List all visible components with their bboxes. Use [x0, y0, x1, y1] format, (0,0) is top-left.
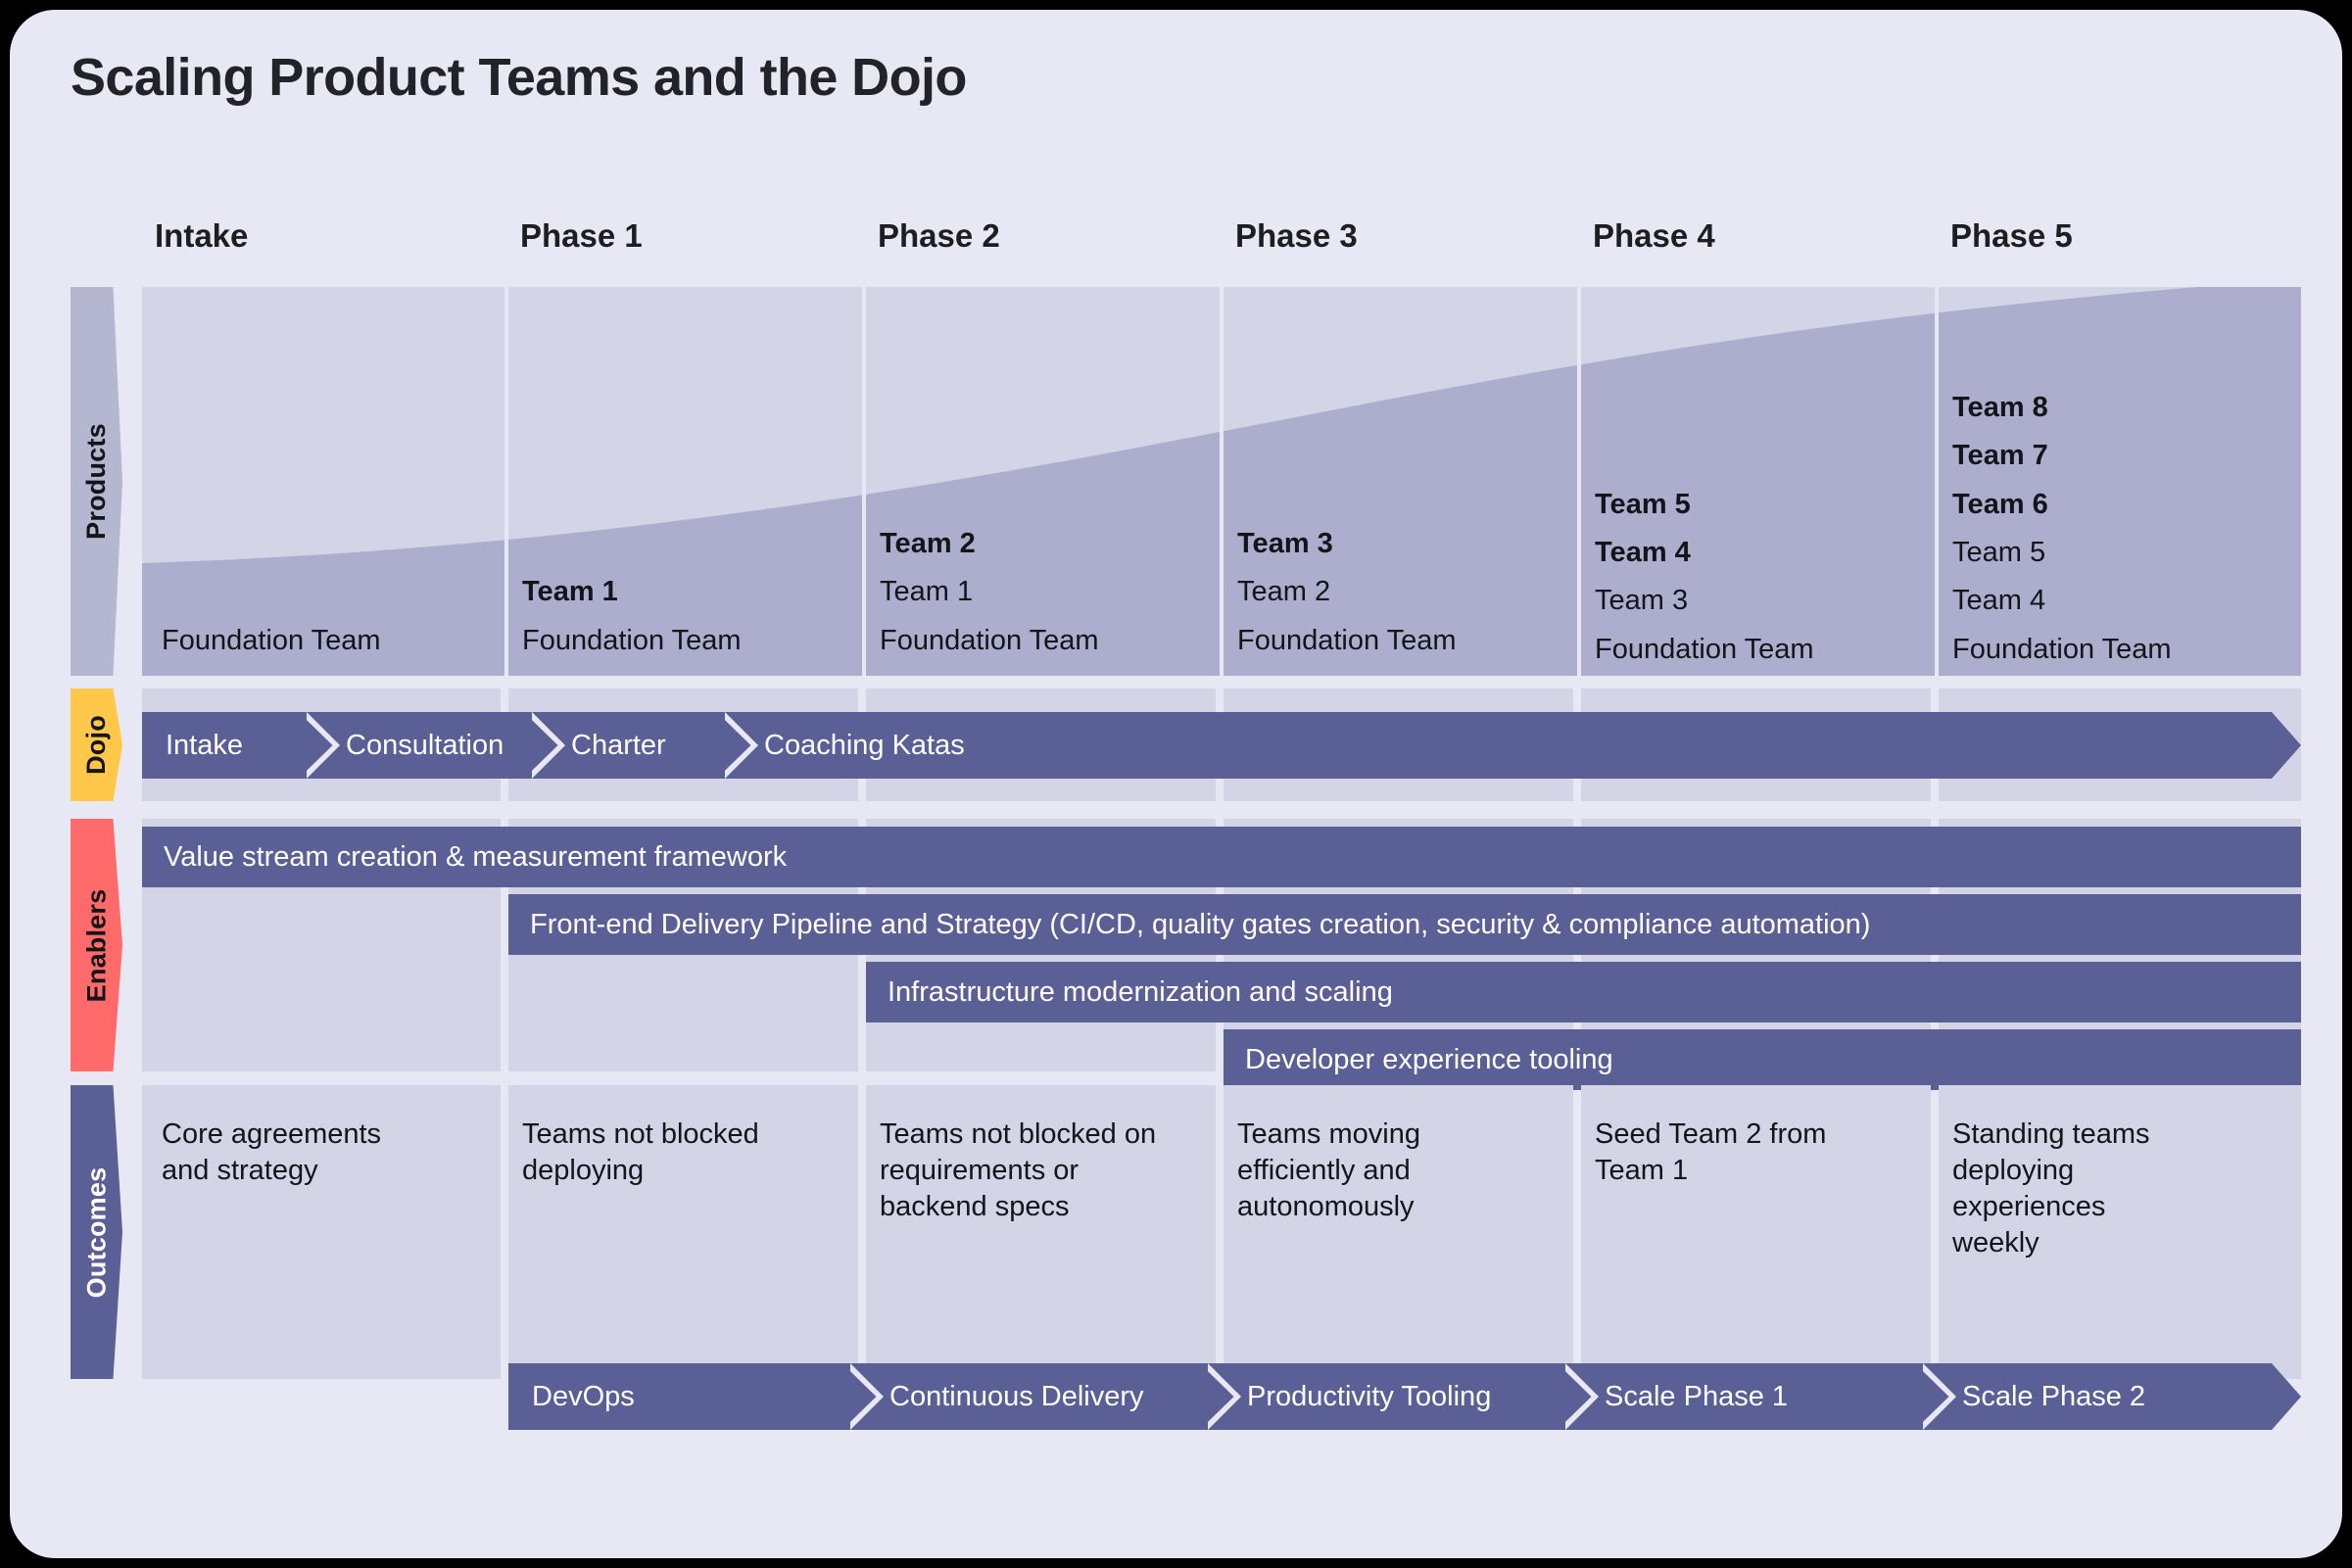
products-cell-phase-1: Team 1 Foundation Team [522, 577, 742, 656]
team-label: Foundation Team [522, 624, 742, 656]
page-title: Scaling Product Teams and the Dojo [71, 48, 967, 107]
outcomes-cell-phase-4 [1581, 1085, 1931, 1379]
products-separator-5 [1935, 287, 1939, 676]
column-header-phase-3: Phase 3 [1235, 217, 1358, 254]
enabler-bar-value-stream[interactable]: Value stream creation & measurement fram… [142, 827, 2301, 887]
chevron-arrow-tip-icon [2272, 712, 2301, 779]
outcome-phase-4: Seed Team 2 from Team 1 [1595, 1118, 1827, 1187]
enabler-bar-developer-experience[interactable]: Developer experience tooling [1224, 1029, 2301, 1090]
team-label: Team 7 [1952, 440, 2048, 472]
team-label: Foundation Team [880, 624, 1099, 656]
team-label: Team 5 [1952, 537, 2046, 569]
diagram-card: Scaling Product Teams and the Dojo Intak… [10, 10, 2342, 1558]
team-label: Team 2 [1237, 576, 1331, 608]
outcome-phase-2: Teams not blocked on requirements or bac… [880, 1118, 1157, 1223]
row-label-enablers-text: Enablers [81, 888, 111, 1002]
enabler-bar-frontend-delivery[interactable]: Front-end Delivery Pipeline and Strategy… [508, 894, 2301, 955]
column-header-phase-2: Phase 2 [878, 217, 1000, 254]
row-label-enablers: Enablers [71, 819, 122, 1071]
products-separator-3 [1220, 287, 1224, 676]
team-label: Team 2 [880, 528, 976, 560]
team-label: Team 4 [1952, 585, 2046, 617]
products-separator-4 [1577, 287, 1581, 676]
team-label: Foundation Team [162, 624, 381, 656]
products-cell-phase-5: Team 8 Team 7 Team 6 Team 5 Team 4 Found… [1952, 392, 2172, 665]
team-label: Foundation Team [1595, 633, 1814, 665]
products-separator-1 [504, 287, 508, 676]
outcomes-cell-phase-3 [1224, 1085, 1573, 1379]
outcomes-cell-phase-5 [1939, 1085, 2301, 1379]
outcomes-cell-intake [142, 1085, 501, 1379]
row-label-products-text: Products [81, 423, 111, 540]
outcomes-cell-phase-2 [866, 1085, 1216, 1379]
chevron-arrow-tip-icon [2272, 1363, 2301, 1430]
products-cell-phase-3: Team 3 Team 2 Foundation Team [1237, 528, 1457, 656]
team-label: Team 5 [1595, 488, 1691, 520]
bottom-chevron-strip: DevOps Continuous Delivery Productivity … [508, 1363, 2301, 1430]
team-label: Team 3 [1237, 528, 1333, 560]
row-label-products: Products [71, 287, 122, 676]
outcomes-cell-phase-1 [508, 1085, 858, 1379]
row-label-outcomes: Outcomes [71, 1085, 122, 1379]
enabler-bar-infrastructure[interactable]: Infrastructure modernization and scaling [866, 962, 2301, 1022]
team-label: Team 1 [522, 576, 618, 608]
team-label: Team 3 [1595, 585, 1689, 617]
outcome-intake: Core agreements and strategy [162, 1118, 382, 1187]
team-label: Foundation Team [1237, 624, 1457, 656]
row-label-dojo: Dojo [71, 689, 122, 801]
column-header-intake: Intake [155, 217, 249, 254]
products-separator-2 [862, 287, 866, 676]
team-label: Team 6 [1952, 488, 2048, 520]
products-cell-phase-4: Team 5 Team 4 Team 3 Foundation Team [1595, 488, 1814, 665]
dojo-chevron-strip: Intake Consultation Charter Coaching Kat… [142, 712, 2301, 779]
products-cell-phase-2: Team 2 Team 1 Foundation Team [880, 528, 1099, 656]
column-header-phase-4: Phase 4 [1593, 217, 1715, 254]
column-header-phase-1: Phase 1 [520, 217, 643, 254]
bottom-step-scale-phase-2[interactable]: Scale Phase 2 [1939, 1363, 2272, 1430]
team-label: Foundation Team [1952, 633, 2172, 665]
outcome-phase-1: Teams not blocked deploying [522, 1118, 759, 1187]
outcome-phase-3: Teams moving efficiently and autonomousl… [1237, 1118, 1420, 1223]
team-label: Team 8 [1952, 392, 2048, 424]
dojo-step-coaching-katas[interactable]: Coaching Katas [741, 712, 2272, 779]
row-label-dojo-text: Dojo [81, 715, 112, 775]
outcome-phase-5: Standing teams deploying experiences wee… [1952, 1118, 2150, 1259]
column-header-phase-5: Phase 5 [1950, 217, 2073, 254]
team-label: Team 1 [880, 576, 974, 608]
products-cell-intake: Foundation Team [162, 624, 381, 656]
row-label-outcomes-text: Outcomes [81, 1166, 112, 1298]
team-label: Team 4 [1595, 537, 1691, 569]
